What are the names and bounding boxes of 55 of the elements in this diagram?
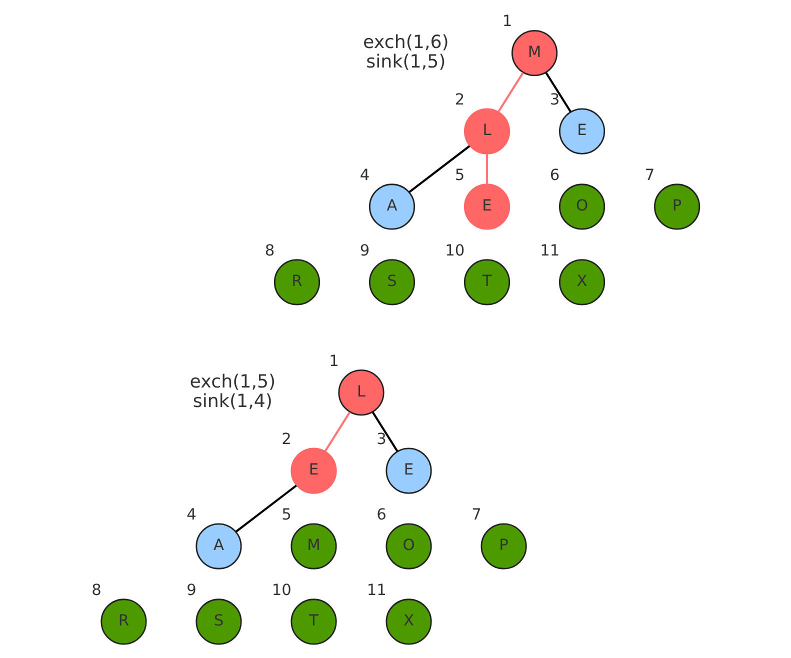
node-label: 8 xyxy=(92,580,102,599)
label: sink(1,5) xyxy=(366,52,446,73)
connector xyxy=(324,412,351,452)
node-label: 11 xyxy=(366,580,386,599)
node-label: 10 xyxy=(445,241,465,260)
node-circle: P xyxy=(654,184,700,230)
node-circle: E xyxy=(386,448,432,494)
node-label: 4 xyxy=(186,505,196,524)
node-label: 6 xyxy=(550,166,560,184)
connector xyxy=(545,72,572,112)
node-label: 8 xyxy=(264,241,275,260)
connector xyxy=(235,484,297,532)
node-circle: L xyxy=(338,370,384,416)
node-circle: L xyxy=(464,108,510,154)
node-circle: T xyxy=(290,598,337,645)
node-label: 2 xyxy=(282,430,292,448)
node-label: 6 xyxy=(376,505,386,524)
node-circle: M xyxy=(290,523,337,570)
node-circle: E xyxy=(464,184,510,230)
node-circle: X xyxy=(386,598,432,645)
connector xyxy=(486,154,488,184)
node-circle: S xyxy=(368,259,416,306)
node-label: 5 xyxy=(454,166,465,184)
connector xyxy=(408,145,470,193)
node-circle: A xyxy=(196,523,242,570)
node-circle: X xyxy=(558,259,606,306)
node-label: 5 xyxy=(282,505,292,524)
node-label: 1 xyxy=(329,352,339,370)
node-circle: R xyxy=(274,259,320,306)
connector xyxy=(372,412,398,452)
node-label: 3 xyxy=(376,430,386,448)
node-label: 2 xyxy=(454,90,465,108)
label: exch(1,5) xyxy=(190,372,276,393)
node-circle: E xyxy=(290,448,337,494)
connector xyxy=(498,72,524,112)
node-circle: A xyxy=(368,184,416,230)
node-circle: O xyxy=(386,523,432,570)
node-circle: T xyxy=(464,259,510,306)
node-circle: S xyxy=(196,598,242,645)
node-label: 7 xyxy=(472,505,482,524)
node-label: 4 xyxy=(360,166,370,184)
node-label: 9 xyxy=(360,241,370,260)
node-circle: E xyxy=(558,108,606,154)
node-label: 7 xyxy=(644,166,655,184)
node-label: 1 xyxy=(502,12,512,30)
node-label: 9 xyxy=(186,580,196,599)
node-circle: P xyxy=(480,523,527,570)
node-label: 10 xyxy=(272,580,292,599)
node-circle: M xyxy=(511,30,558,76)
node-circle: R xyxy=(100,598,147,645)
node-label: 11 xyxy=(540,241,560,260)
label: exch(1,6) xyxy=(363,32,449,54)
node-label: 3 xyxy=(550,90,560,108)
label: sink(1,4) xyxy=(192,391,273,412)
node-circle: O xyxy=(558,184,606,230)
